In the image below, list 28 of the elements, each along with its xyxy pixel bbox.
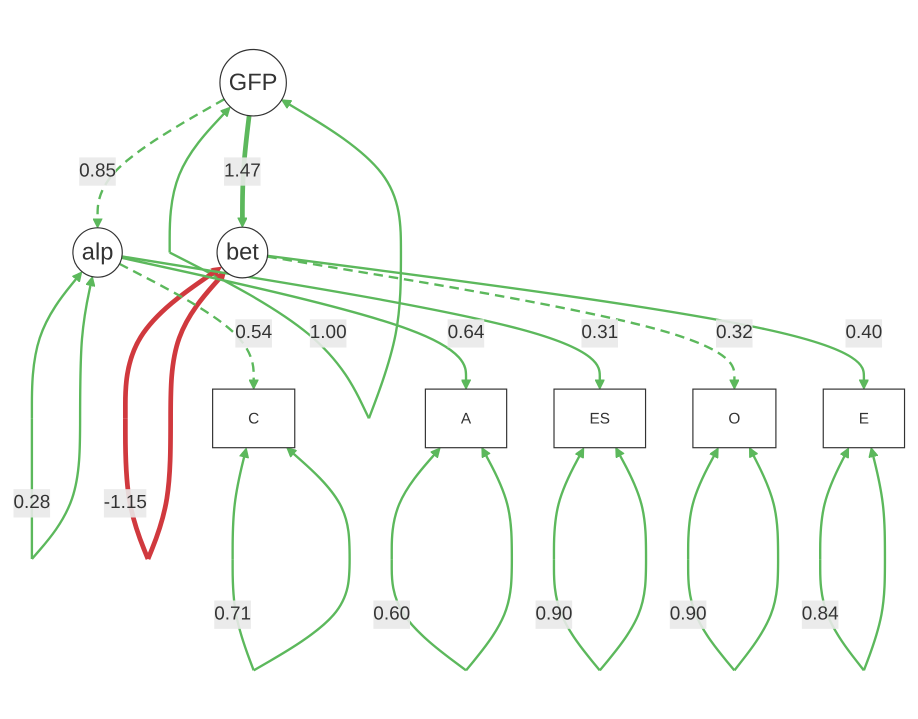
node-circle: GFP xyxy=(219,48,287,116)
edge-label: 1.00 xyxy=(310,322,347,342)
arrow xyxy=(122,254,605,390)
edge-label: 0.32 xyxy=(716,322,753,342)
edge-label: -1.15 xyxy=(104,492,147,512)
edge-label: 0.31 xyxy=(581,322,618,342)
edge-label: 0.90 xyxy=(536,604,572,624)
edge-label: 0.60 xyxy=(373,604,410,624)
edge-label: 0.28 xyxy=(13,492,50,512)
arrow xyxy=(267,254,870,390)
edge-label: 0.90 xyxy=(670,604,707,624)
edge-label: 0.40 xyxy=(845,322,882,342)
edge-label: 0.84 xyxy=(802,604,839,624)
arrow xyxy=(121,256,472,390)
node-circle: bet xyxy=(216,226,268,278)
node-box: C xyxy=(212,388,296,448)
node-circle: alp xyxy=(72,226,123,278)
node-box: A xyxy=(424,388,508,448)
edge-label: 0.71 xyxy=(214,604,252,624)
edge-label: 0.54 xyxy=(235,322,272,342)
edge-label: 1.47 xyxy=(224,160,261,181)
node-box: ES xyxy=(553,388,646,448)
node-box: O xyxy=(692,388,776,448)
edge-label: 0.85 xyxy=(79,160,116,181)
arrow xyxy=(267,254,740,390)
node-box: E xyxy=(822,388,906,448)
arrow xyxy=(118,262,259,390)
edge-label: 0.64 xyxy=(448,322,484,342)
